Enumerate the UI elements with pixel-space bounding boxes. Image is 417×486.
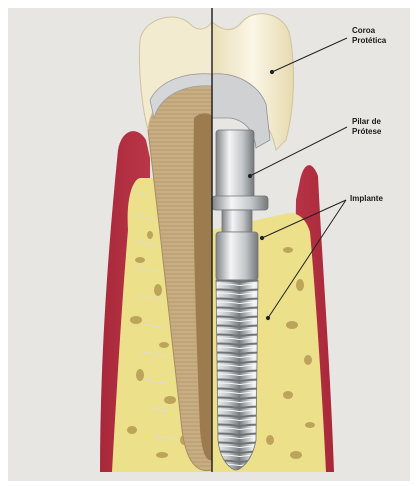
label-coroa-line2: Protética	[352, 36, 386, 46]
abutment-screw-neck	[222, 210, 252, 232]
abutment-collar	[212, 196, 268, 210]
implant-head	[216, 232, 258, 280]
implant-threaded-body	[216, 280, 258, 470]
label-pilar-line2: Prótese	[352, 127, 381, 137]
label-pilar-line1: Pilar de	[352, 117, 381, 127]
label-implante: Implante	[350, 194, 383, 204]
abutment	[216, 130, 254, 200]
label-coroa-line1: Coroa	[352, 26, 375, 36]
